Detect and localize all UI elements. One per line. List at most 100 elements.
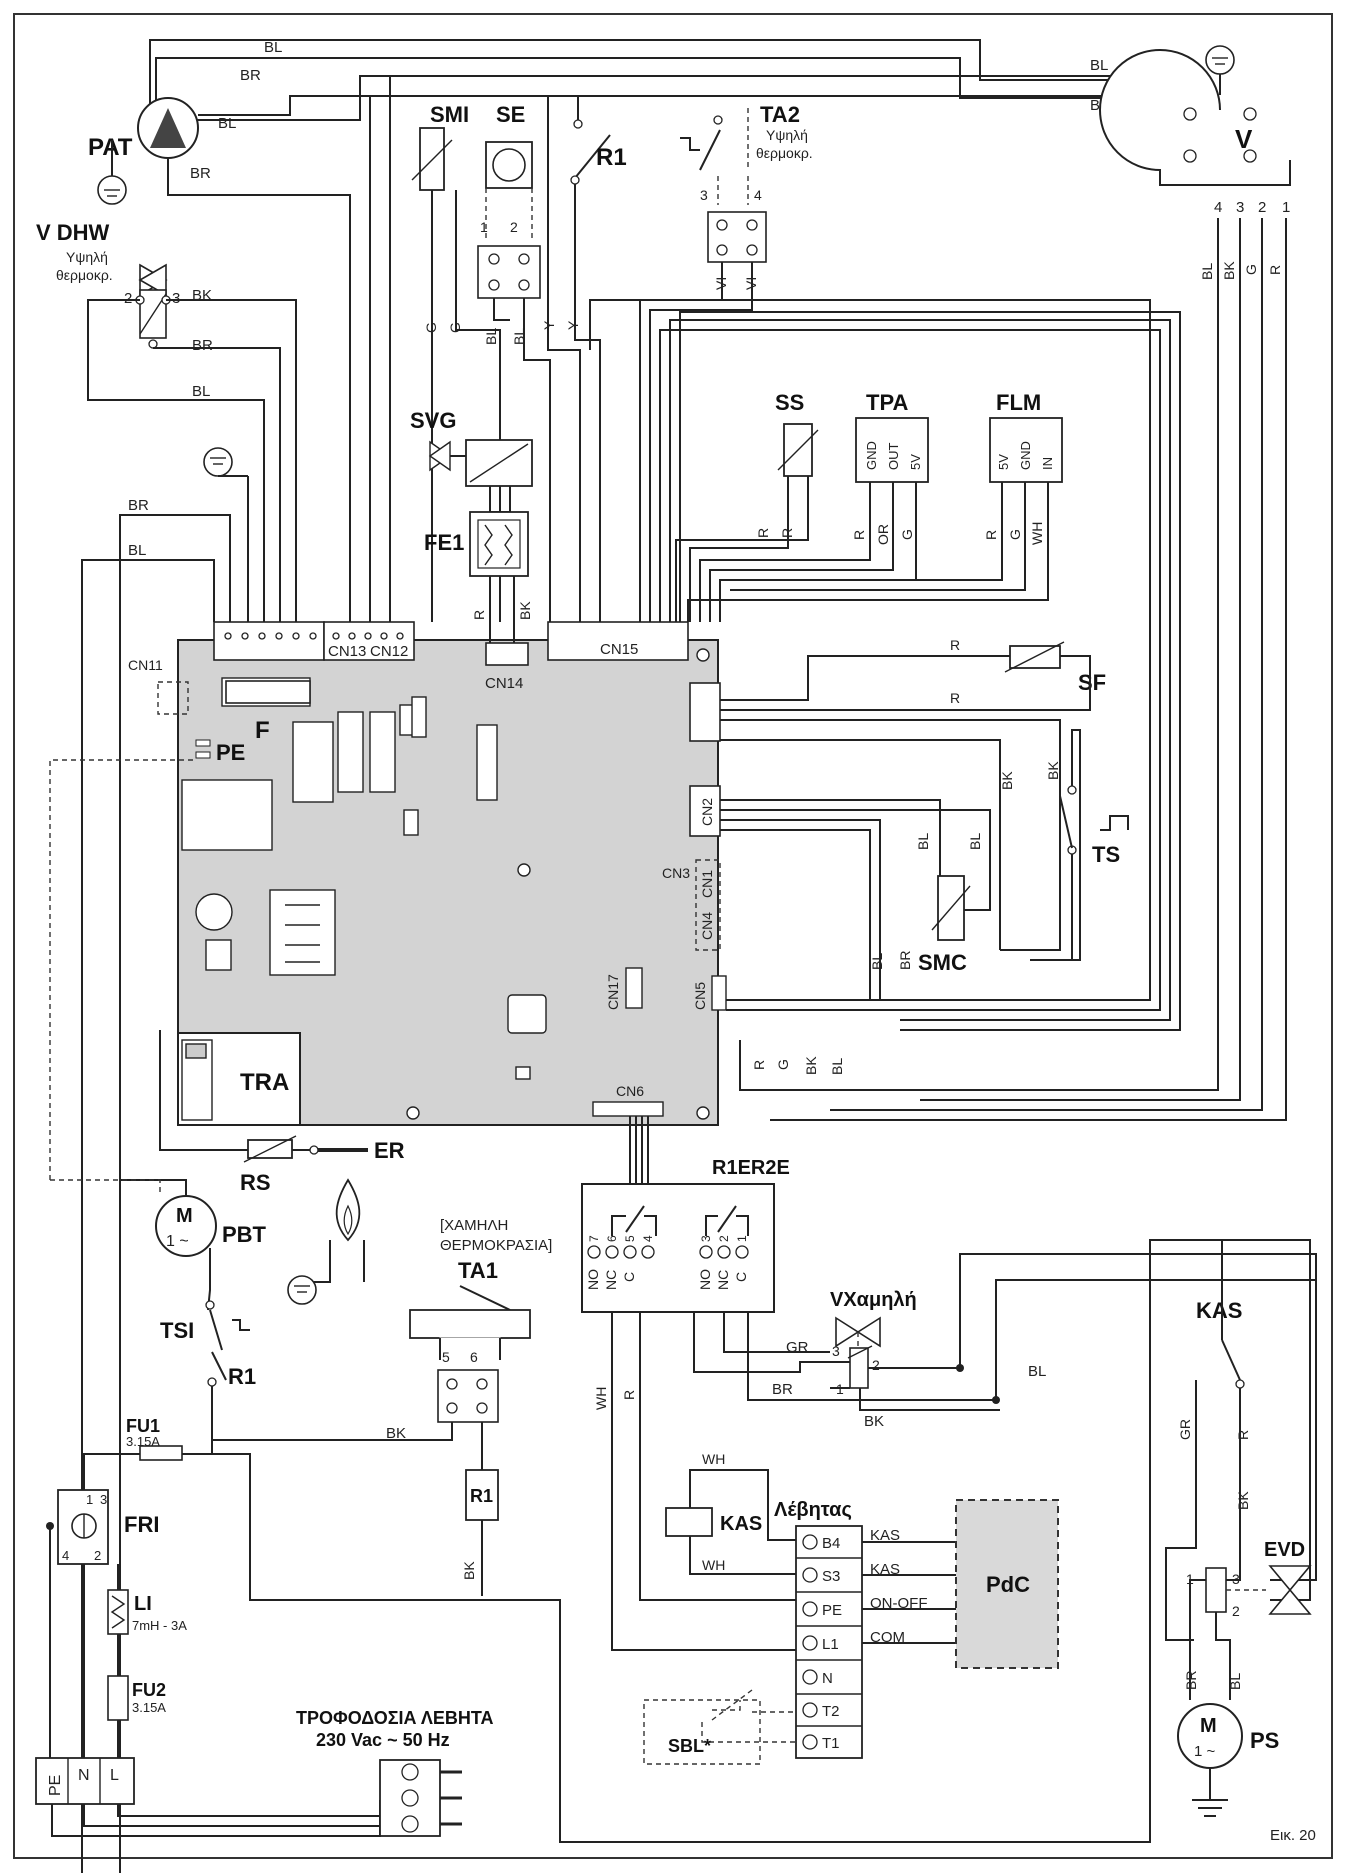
fan-pin-numbers: 4 3 2 1 (1214, 199, 1290, 216)
svg-text:BR: BR (190, 165, 211, 182)
svg-text:R: R (755, 528, 771, 538)
left-feed-wires (81, 514, 231, 1873)
svg-text:BL: BL (192, 383, 210, 400)
r1-resistor-box (465, 1469, 499, 1521)
vx-pin2: 2 (872, 1357, 880, 1373)
ta2-wires (639, 262, 753, 622)
cn4-label: CN4 (699, 912, 715, 940)
svg-text:BL: BL (511, 328, 527, 345)
ps-ground-icon (1192, 1768, 1228, 1817)
svg-text:C: C (733, 1272, 749, 1282)
cn-power-connector (213, 621, 325, 661)
cn1-label: CN1 (699, 870, 715, 898)
vdhw-note-2: θερμοκρ. (56, 267, 113, 283)
svg-text:BL: BL (1090, 57, 1108, 74)
tra-label: TRA (240, 1069, 289, 1096)
sbl-box (643, 1699, 761, 1765)
vdhw-valve (135, 263, 171, 349)
r1er2e-label: R1ER2E (712, 1157, 790, 1179)
svg-text:NO: NO (585, 1269, 601, 1290)
rs-resistor (243, 1135, 297, 1163)
svg-text:T1: T1 (822, 1735, 840, 1752)
svg-text:COM: COM (870, 1629, 905, 1646)
vx-junction (956, 1364, 964, 1372)
vx-pin3: 3 (832, 1343, 840, 1359)
pe-pin-2 (195, 751, 211, 759)
r1-box-label: R1 (470, 1486, 493, 1506)
svg-wire-bk: BK (517, 601, 533, 620)
flm-sensor (989, 417, 1063, 483)
flame-icon (287, 1178, 365, 1305)
cn15-connector (547, 621, 689, 661)
sf-sensor (1004, 641, 1065, 673)
fuse-f (225, 680, 311, 704)
svg-text:BK: BK (192, 287, 212, 304)
ta1-wire-bk: BK (386, 1425, 406, 1442)
svg-text:BR: BR (240, 67, 261, 84)
kas-coil-wire-wh-1: WH (702, 1451, 725, 1467)
svg-text:BL: BL (218, 115, 236, 132)
flm-pin-5v: 5V (996, 454, 1011, 470)
svg-text:BR: BR (192, 337, 213, 354)
flm-pin-gnd: GND (1018, 441, 1033, 470)
mains-wires (49, 1526, 381, 1837)
page-frame (13, 13, 1333, 1859)
ta2-pin4: 4 (754, 187, 762, 203)
svg-text:OR: OR (875, 524, 891, 545)
kas-coil-wire-wh-2: WH (702, 1557, 725, 1573)
svg-gas-valve (428, 439, 533, 577)
svg-text:T2: T2 (822, 1703, 840, 1720)
svg-text:Y: Y (565, 320, 581, 330)
smc-wires (720, 799, 991, 1000)
svg-text:KAS: KAS (870, 1561, 900, 1578)
pat-label: PAT (88, 134, 133, 161)
ta2-label: TA2 (760, 102, 800, 127)
se-pin1: 1 (480, 219, 488, 235)
ta2-note-2: θερμοκρ. (756, 145, 813, 161)
ta1-note-1: [ΧΑΜΗΛΗ (440, 1217, 508, 1234)
sf-wires (720, 655, 1091, 951)
flm-wires (687, 482, 1049, 622)
pbt-motor-m: M (176, 1205, 193, 1227)
evd-wire-bl: BL (1227, 1673, 1243, 1690)
sensor-wire-labels: R R R OR G R G WH (755, 522, 1045, 545)
fri-pin2: 2 (94, 1548, 101, 1563)
v-fan (1099, 45, 1291, 186)
kas-right-wires (1165, 1240, 1241, 1641)
evd-pin2: 2 (1232, 1603, 1240, 1619)
svg-label: SVG (410, 408, 456, 433)
svg-text:KAS: KAS (870, 1527, 900, 1544)
svg-text:6: 6 (605, 1235, 619, 1242)
svg-text:ON-OFF: ON-OFF (870, 1595, 928, 1612)
evd-wire-br: BR (1183, 1671, 1199, 1690)
kas-coil-label: KAS (720, 1513, 762, 1535)
vdhw-wires (87, 299, 297, 622)
fu1-value: 3.15A (126, 1434, 160, 1449)
cn2-connector (689, 785, 721, 837)
pbt-motor-phase: 1 ~ (166, 1233, 189, 1250)
ta1-pin5: 5 (442, 1349, 450, 1365)
kas-wire-gr: GR (1177, 1419, 1193, 1440)
fri-pin1: 1 (86, 1492, 93, 1507)
svg-text:2: 2 (717, 1235, 731, 1242)
tsi-label: TSI (160, 1318, 194, 1343)
evd-coil (1205, 1567, 1227, 1613)
kas-wire-bk: BK (1235, 1491, 1251, 1510)
levitas-terminal-rows (796, 1534, 862, 1750)
ta2-note-1: Υψηλή (766, 127, 808, 143)
cn5-label: CN5 (692, 982, 708, 1010)
svg-wire-r: R (471, 610, 487, 620)
svg-text:2: 2 (1258, 199, 1266, 216)
cn11-label: CN11 (128, 657, 163, 673)
svg-text:BL: BL (264, 39, 282, 56)
ta1-label: TA1 (458, 1258, 498, 1283)
svg-wires (489, 576, 515, 643)
evd-label: EVD (1264, 1539, 1305, 1561)
smc-label: SMC (918, 950, 967, 975)
cn6-cable (629, 1116, 649, 1184)
fri-pin3: 3 (100, 1492, 107, 1507)
vdhw-note-1: Υψηλή (66, 249, 108, 265)
mains-terminal (35, 1757, 135, 1805)
svg-text:G: G (1243, 264, 1259, 275)
vxamili-valve (835, 1316, 881, 1389)
